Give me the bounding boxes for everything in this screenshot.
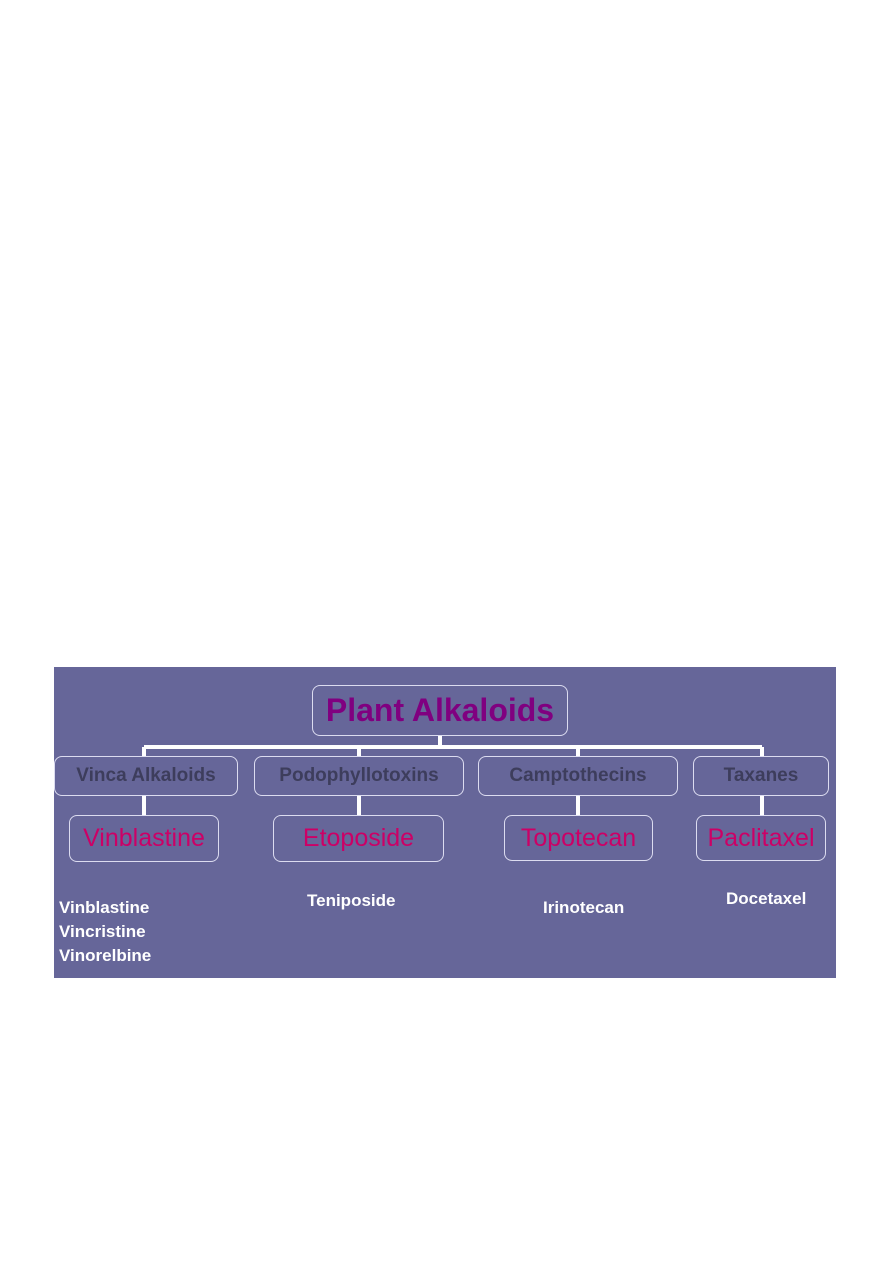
- category-node-taxanes: Taxanes: [693, 756, 829, 796]
- category-node-vinca-alkaloids: Vinca Alkaloids: [54, 756, 238, 796]
- root-label: Plant Alkaloids: [325, 692, 555, 728]
- category-node-podophyllotoxins: Podophyllotoxins: [254, 756, 464, 796]
- drug-label: Paclitaxel: [707, 823, 815, 852]
- category-label: Camptothecins: [509, 765, 647, 786]
- drug-label: Etoposide: [302, 824, 415, 852]
- drug-label: Vinblastine: [83, 824, 205, 852]
- member-vinblastine: Vinblastine: [59, 898, 150, 917]
- member-vinorelbine: Vinorelbine: [59, 946, 152, 965]
- member-irinotecan: Irinotecan: [543, 898, 625, 917]
- members-podophyllotoxins: Teniposide: [307, 889, 395, 913]
- drug-node-vinblastine: Vinblastine: [69, 815, 219, 862]
- root-node: Plant Alkaloids: [312, 685, 568, 736]
- members-taxanes: Docetaxel: [726, 887, 806, 911]
- member-vincristine: Vincristine: [59, 922, 146, 941]
- members-vinca-alkaloids: Vinblastine Vincristine Vinorelbine: [59, 896, 151, 968]
- drug-label: Topotecan: [520, 823, 637, 852]
- category-node-camptothecins: Camptothecins: [478, 756, 678, 796]
- category-label: Podophyllotoxins: [279, 765, 439, 786]
- connector-lines: [142, 736, 764, 815]
- drug-node-etoposide: Etoposide: [273, 815, 444, 862]
- member-docetaxel: Docetaxel: [726, 889, 807, 908]
- category-label: Vinca Alkaloids: [76, 765, 216, 786]
- plant-alkaloids-diagram: Plant Alkaloids Vinca Alkaloids Podophyl…: [54, 667, 836, 978]
- drug-node-paclitaxel: Paclitaxel: [696, 815, 826, 861]
- category-label: Taxanes: [723, 765, 799, 786]
- drug-node-topotecan: Topotecan: [504, 815, 653, 861]
- members-camptothecins: Irinotecan: [543, 896, 624, 920]
- member-teniposide: Teniposide: [307, 891, 396, 910]
